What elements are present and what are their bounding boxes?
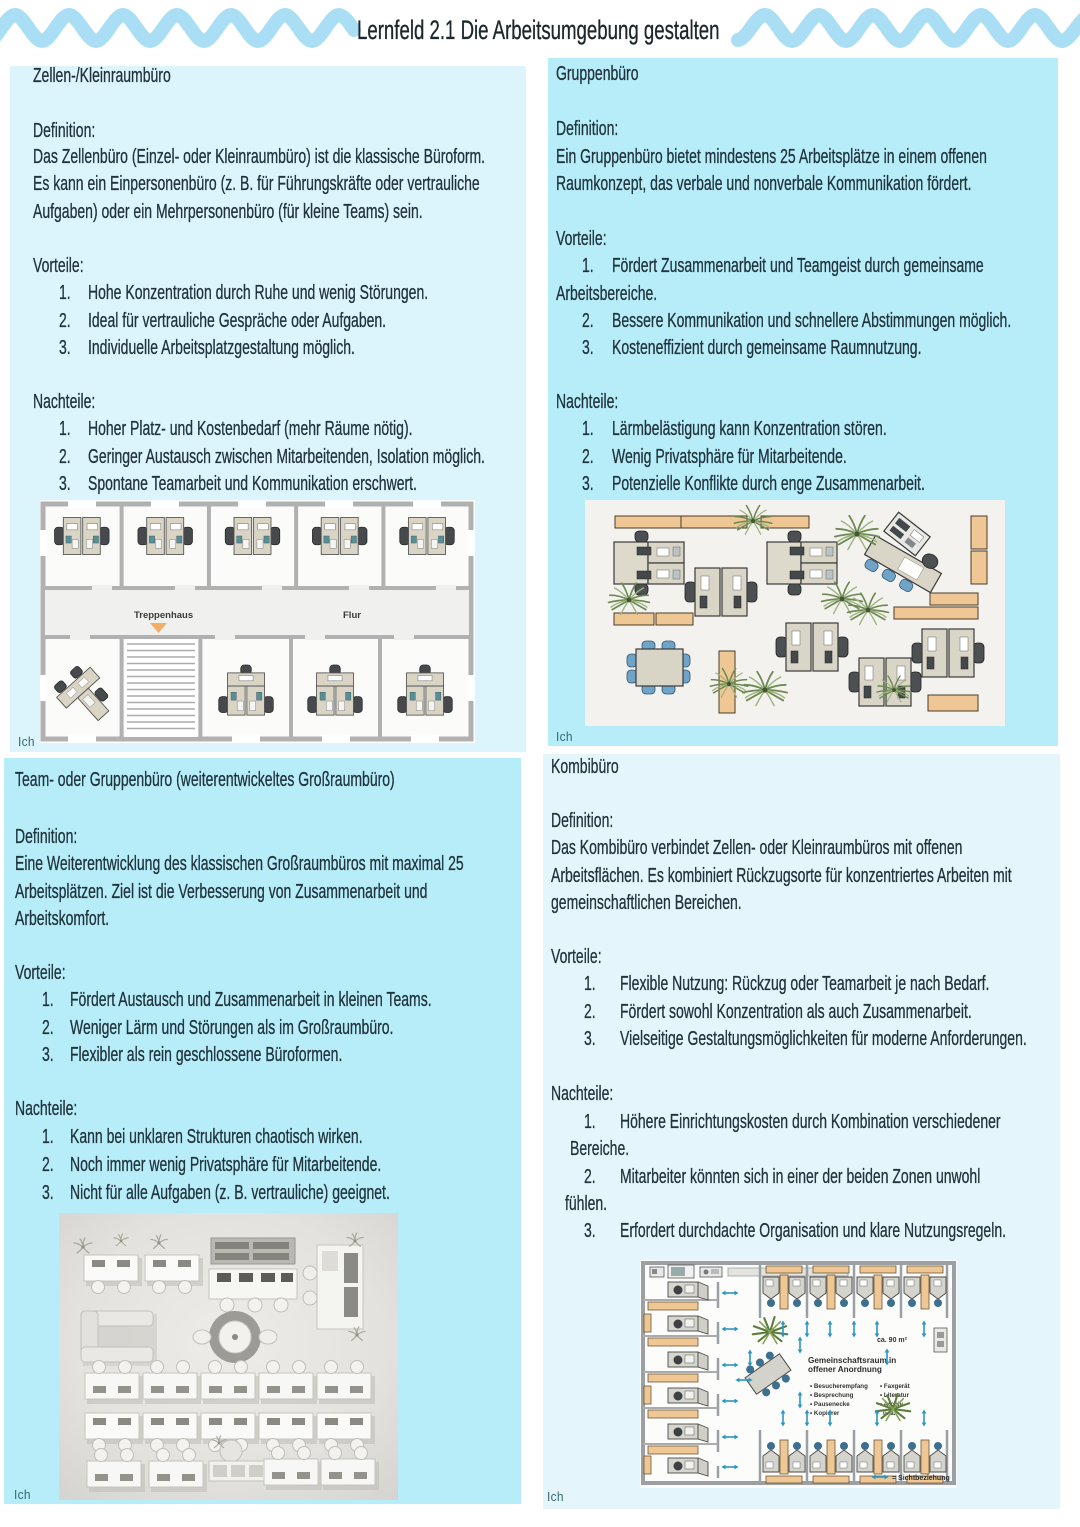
svg-text:• Literatur: • Literatur: [880, 1392, 910, 1399]
svg-text:ca. 90 m²: ca. 90 m²: [877, 1337, 908, 1344]
svg-text:• Besprechung: • Besprechung: [810, 1392, 854, 1399]
svg-text:• Pausenecke: • Pausenecke: [810, 1401, 850, 1408]
svg-text:= Sichtbeziehung: = Sichtbeziehung: [892, 1475, 950, 1482]
svg-text:offener Anordnung: offener Anordnung: [808, 1365, 882, 1374]
svg-text:Gemeinschaftsraum in: Gemeinschaftsraum in: [808, 1356, 896, 1365]
svg-text:• Faxgerät: • Faxgerät: [880, 1383, 910, 1390]
svg-text:Flur: Flur: [343, 610, 361, 621]
svg-text:Treppenhaus: Treppenhaus: [134, 610, 193, 621]
svg-text:u. a.: u. a.: [883, 1410, 896, 1417]
svg-text:• Besucherempfang: • Besucherempfang: [810, 1383, 868, 1390]
svg-text:• Kopierer: • Kopierer: [810, 1410, 840, 1417]
